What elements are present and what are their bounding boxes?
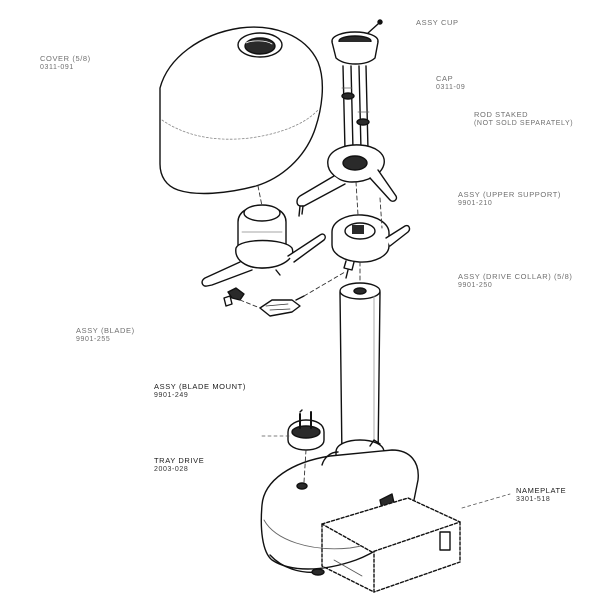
staked-rods-part bbox=[341, 65, 370, 151]
cover-part bbox=[159, 26, 323, 195]
nameplate-part bbox=[321, 497, 461, 593]
label-assy-upper-support: ASSY (UPPER SUPPORT) 9901-210 bbox=[458, 190, 561, 208]
column-part bbox=[335, 282, 385, 479]
label-cap-name: CAP bbox=[436, 74, 454, 83]
label-nameplate-part: 3301-518 bbox=[516, 496, 551, 503]
blade-part bbox=[223, 287, 305, 317]
label-tray-drive: TRAY DRIVE 2003-028 bbox=[154, 456, 204, 474]
leader-lines bbox=[261, 435, 511, 509]
label-cover-name: COVER (5/8) bbox=[40, 54, 91, 63]
label-assy-cup: ASSY CUP bbox=[416, 18, 459, 27]
label-assy-drive-collar-part: 9901-250 bbox=[458, 282, 493, 289]
label-nameplate-name: NAMEPLATE bbox=[516, 486, 567, 495]
assy-cup-part bbox=[331, 19, 383, 65]
upper-support-part bbox=[296, 144, 398, 217]
label-assy-upper-support-part: 9901-210 bbox=[458, 200, 493, 207]
label-assy-upper-support-name: ASSY (UPPER SUPPORT) bbox=[458, 190, 561, 199]
tray-drive-part bbox=[287, 409, 325, 451]
label-rod-staked-name: ROD STAKED bbox=[474, 110, 529, 119]
drive-collar-part bbox=[331, 214, 411, 279]
label-assy-blade-mount-name: ASSY (BLADE MOUNT) bbox=[154, 382, 246, 391]
label-assy-cup-name: ASSY CUP bbox=[416, 18, 459, 27]
label-cap-part: 0311-09 bbox=[436, 84, 466, 91]
label-cap: CAP 0311-09 bbox=[436, 74, 465, 92]
label-rod-staked-part: (NOT SOLD SEPARATELY) bbox=[474, 120, 574, 127]
explode-guide-lines bbox=[239, 181, 383, 483]
label-assy-drive-collar-name: ASSY (DRIVE COLLAR) (5/8) bbox=[458, 272, 573, 281]
label-assy-blade: ASSY (BLADE) 9901-255 bbox=[76, 326, 135, 344]
label-tray-drive-name: TRAY DRIVE bbox=[154, 456, 205, 465]
label-assy-blade-name: ASSY (BLADE) bbox=[76, 326, 135, 335]
label-assy-blade-mount: ASSY (BLADE MOUNT) 9901-249 bbox=[154, 382, 246, 400]
label-rod-staked: ROD STAKED (NOT SOLD SEPARATELY) bbox=[474, 110, 573, 128]
label-assy-drive-collar: ASSY (DRIVE COLLAR) (5/8) 9901-250 bbox=[458, 272, 572, 290]
lower-support-part bbox=[201, 204, 326, 287]
label-cover: COVER (5/8) 0311-091 bbox=[40, 54, 91, 72]
label-tray-drive-part: 2003-028 bbox=[154, 466, 189, 473]
label-cover-part: 0311-091 bbox=[40, 64, 74, 71]
label-assy-blade-part: 9901-255 bbox=[76, 336, 111, 343]
label-assy-blade-mount-part: 9901-249 bbox=[154, 392, 189, 399]
label-nameplate: NAMEPLATE 3301-518 bbox=[516, 486, 566, 504]
